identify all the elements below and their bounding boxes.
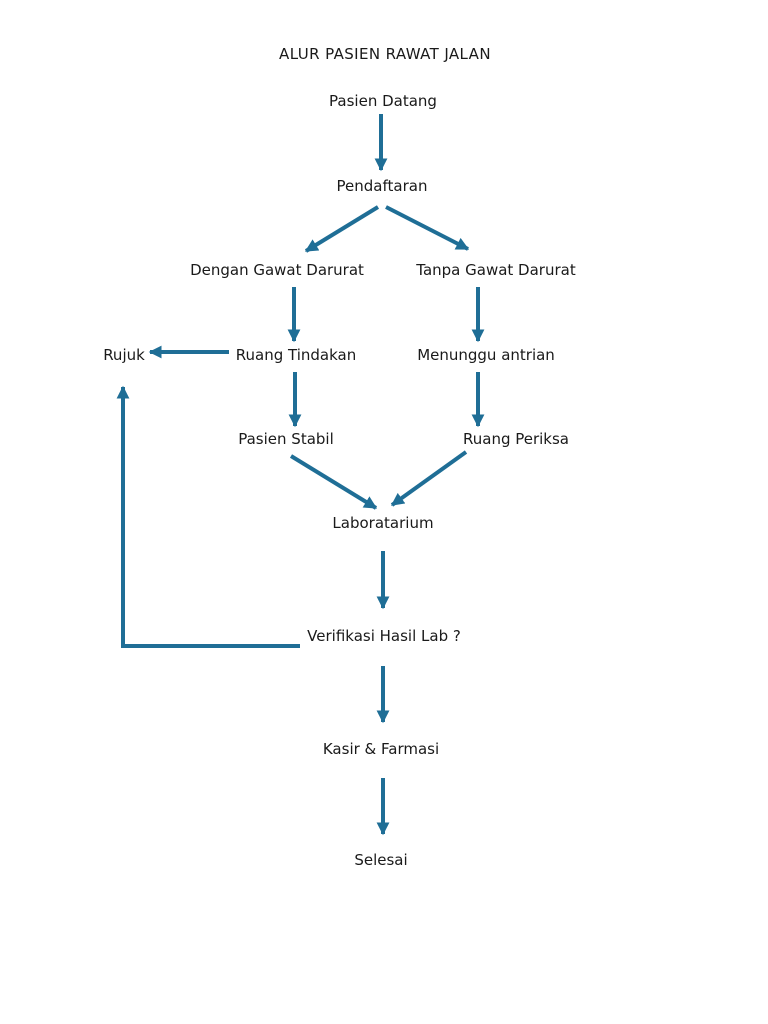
node-dengan-gawat-darurat: Dengan Gawat Darurat [190, 261, 364, 279]
arrow-pendaftaran-to-tanpa-gawat-darurat [385, 205, 470, 251]
node-rujuk: Rujuk [103, 346, 145, 364]
arrow-pendaftaran-to-dengan-gawat-darurat [304, 205, 380, 253]
node-kasir-farmasi: Kasir & Farmasi [322, 740, 440, 758]
arrow-ruang-periksa-to-laboratarium [390, 450, 468, 507]
node-pendaftaran: Pendaftaran [336, 177, 428, 195]
arrow-pasien-stabil-to-laboratarium [289, 454, 378, 510]
arrow-verifikasi-hasil-lab-to-rujuk [116, 385, 300, 648]
node-ruang-tindakan: Ruang Tindakan [235, 346, 357, 364]
node-laboratarium: Laboratarium [332, 514, 434, 532]
node-menunggu-antrian: Menunggu antrian [417, 346, 555, 364]
node-verifikasi-hasil-lab: Verifikasi Hasil Lab ? [307, 627, 461, 645]
node-selesai: Selesai [354, 851, 408, 869]
diagram-title: ALUR PASIEN RAWAT JALAN [279, 45, 491, 63]
node-pasien-datang: Pasien Datang [329, 92, 437, 110]
node-tanpa-gawat-darurat: Tanpa Gawat Darurat [416, 261, 576, 279]
node-pasien-stabil: Pasien Stabil [238, 430, 334, 448]
node-ruang-periksa: Ruang Periksa [462, 430, 570, 448]
